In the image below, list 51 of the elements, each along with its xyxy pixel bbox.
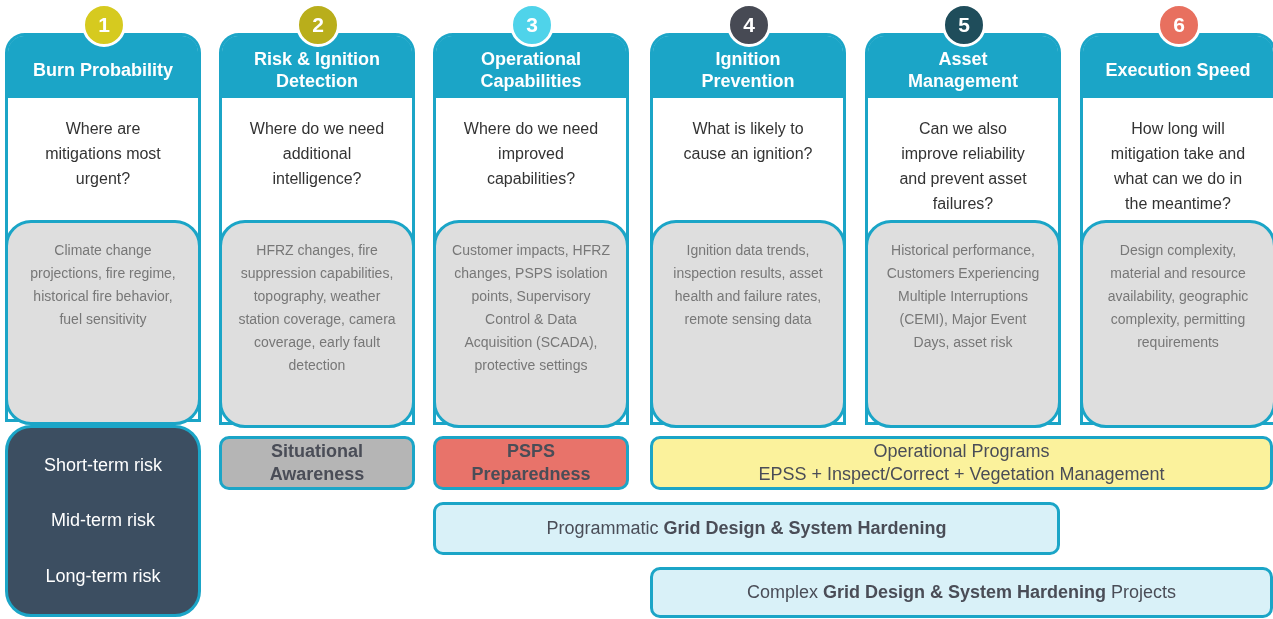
program-bar (650, 436, 1273, 490)
risk-horizon-label: Long-term risk (45, 565, 161, 587)
card-title: Ignition Prevention (653, 36, 843, 98)
program-label: Programmatic Grid Design & System Hardening (546, 517, 947, 540)
card-title: Operational Capabilities (436, 36, 626, 98)
program-name: EPSS + Inspect/Correct + Vegetation Management (758, 463, 1165, 486)
category-card (1080, 33, 1273, 425)
category-card (650, 33, 846, 425)
program-bar (433, 502, 1060, 555)
data-sources-text: Climate change projections, fire regime, historical fire behavior, fuel sensitivity (29, 241, 177, 329)
data-sources-text: Ignition data trends, inspection results, asset health and failure rates, remote sensing data (672, 241, 824, 329)
program-label: PSPS Preparedness (471, 440, 591, 486)
data-sources-box (5, 220, 201, 425)
badge-number: 3 (526, 13, 538, 37)
data-sources-box (219, 220, 415, 428)
data-sources-box (433, 220, 629, 428)
card-title: Asset Management (868, 36, 1058, 98)
data-sources-text: Historical performance, Customers Experiencing Multiple Interruptions (CEMI), Major Event Days, asset risk (885, 241, 1041, 352)
category-card (865, 33, 1061, 425)
program-label: Operational Programs (873, 440, 1050, 463)
program-label: Complex Grid Design & System Hardening Projects (746, 581, 1177, 604)
program-label: Situational Awareness (268, 440, 366, 486)
question-text: Where do we need additional intelligence? (248, 119, 386, 189)
data-sources-text: HFRZ changes, fire suppression capabilities, topography, weather station coverage, camera coverage, early fault detection (238, 241, 396, 375)
question-text: Where are mitigations most urgent? (44, 119, 162, 189)
badge-number: 1 (98, 13, 110, 37)
card-title: Risk & Ignition Detection (222, 36, 412, 98)
badge-number: 5 (958, 13, 970, 37)
badge-number: 2 (312, 13, 324, 37)
badge-number: 6 (1173, 13, 1185, 37)
risk-horizon-label: Mid-term risk (51, 510, 155, 532)
data-sources-text: Customer impacts, HFRZ changes, PSPS isolation points, Supervisory Control & Data Acquisition (SCADA), protective settings (452, 241, 610, 375)
data-sources-box (1080, 220, 1273, 428)
question-text: How long will mitigation take and what can we do in the meantime? (1109, 119, 1247, 214)
program-bar (219, 436, 415, 490)
data-sources-box (650, 220, 846, 428)
risk-horizon-label: Short-term risk (44, 455, 162, 477)
question-text: What is likely to cause an ignition? (682, 119, 814, 164)
card-title: Execution Speed (1083, 36, 1273, 98)
data-sources-box (865, 220, 1061, 428)
category-card (5, 33, 201, 422)
risk-horizon-box (5, 425, 201, 617)
category-card (433, 33, 629, 425)
question-text: Where do we need improved capabilities? (462, 119, 600, 189)
question-text: Can we also improve reliability and prevent asset failures? (898, 119, 1028, 214)
program-bar (433, 436, 629, 490)
category-card (219, 33, 415, 425)
badge-number: 4 (743, 13, 755, 37)
data-sources-text: Design complexity, material and resource availability, geographic complexity, permitting requirements (1106, 241, 1250, 352)
program-bar (650, 567, 1273, 618)
card-title: Burn Probability (8, 36, 198, 98)
